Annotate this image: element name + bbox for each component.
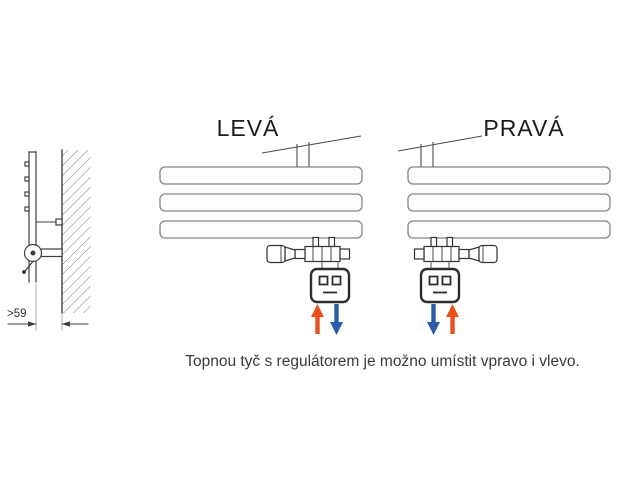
flow-arrow-down-blue bbox=[427, 304, 440, 335]
thermostat-head bbox=[478, 244, 498, 264]
valve-pipe bbox=[40, 248, 63, 258]
dimension-arrowhead-left bbox=[62, 321, 70, 327]
thermostat-nut bbox=[294, 248, 306, 260]
socket-pin-hole bbox=[318, 275, 329, 286]
valve-block bbox=[304, 245, 341, 263]
valve-cap bbox=[413, 248, 425, 260]
radiator-tube bbox=[159, 166, 363, 185]
radiator-tube bbox=[407, 193, 611, 212]
side-view-drawing: >59 bbox=[7, 149, 91, 331]
valve-center-dot bbox=[30, 250, 36, 256]
radiator-tubes-right bbox=[407, 166, 611, 239]
tube-end-mark bbox=[24, 161, 30, 167]
socket-outline bbox=[309, 267, 351, 304]
valve-side-detail bbox=[22, 243, 63, 274]
tube-end-mark bbox=[24, 176, 30, 182]
socket-pin-hole bbox=[331, 275, 342, 286]
radiator-tube bbox=[407, 166, 611, 185]
radiator-tube bbox=[407, 220, 611, 239]
wall-bracket-anchor bbox=[55, 218, 63, 226]
break-lines-right bbox=[397, 135, 483, 167]
break-diagonal bbox=[397, 135, 483, 152]
valve-cap bbox=[339, 248, 351, 260]
right-variant-diagram bbox=[397, 135, 611, 335]
thermostat-nut bbox=[458, 248, 470, 260]
thermostat-head bbox=[266, 244, 286, 264]
thermostat-cone bbox=[468, 246, 480, 262]
regulator-socket-left bbox=[309, 261, 351, 304]
tube-end-mark bbox=[24, 206, 30, 212]
wall-hatching bbox=[62, 150, 91, 313]
right-variant-title: PRAVÁ bbox=[483, 115, 565, 141]
valve-assembly-left bbox=[266, 236, 351, 264]
socket-outline bbox=[419, 267, 461, 304]
socket-pin-hole bbox=[428, 275, 439, 286]
socket-pin-hole bbox=[441, 275, 452, 286]
tube-end-mark bbox=[24, 191, 30, 197]
valve-assembly-right bbox=[413, 236, 498, 264]
flow-arrow-down-blue bbox=[330, 304, 343, 335]
dimension-annotation: >59 bbox=[7, 283, 89, 331]
break-lines-left bbox=[261, 135, 362, 167]
radiator-side-profile bbox=[24, 151, 63, 283]
regulator-socket-right bbox=[419, 261, 461, 304]
radiator-tubes-left bbox=[159, 166, 363, 239]
diagram-caption: Topnou tyč s regulátorem je možno umísti… bbox=[185, 353, 580, 370]
left-variant-title: LEVÁ bbox=[216, 115, 280, 141]
thermostat-cone bbox=[284, 246, 296, 262]
radiator-tube bbox=[159, 193, 363, 212]
dimension-arrowhead-right bbox=[28, 321, 36, 327]
dimension-label: >59 bbox=[7, 308, 27, 320]
valve-handle bbox=[24, 260, 34, 272]
flow-arrow-up-red bbox=[446, 304, 459, 334]
left-variant-diagram bbox=[159, 135, 363, 335]
flow-arrow-up-red bbox=[311, 304, 324, 334]
valve-handle-cap bbox=[22, 270, 26, 274]
valve-block bbox=[423, 245, 460, 263]
radiator-tube bbox=[159, 220, 363, 239]
break-diagonal bbox=[261, 135, 362, 154]
